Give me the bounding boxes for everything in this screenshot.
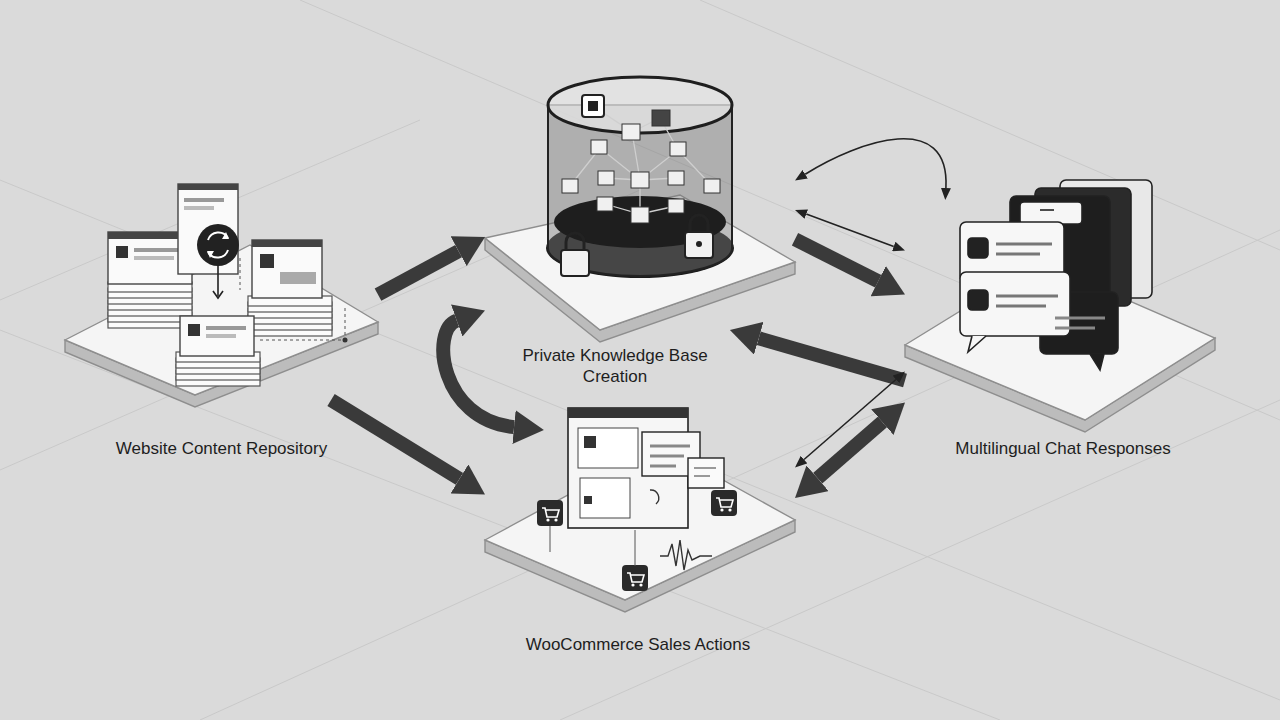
thin-arrow <box>806 214 893 246</box>
flow-arrow <box>443 320 514 427</box>
node-label: Website Content Repository <box>72 438 372 459</box>
sales-windows <box>537 408 737 591</box>
document-stacks <box>108 184 348 386</box>
platform-node: Private Knowledge Base Creation <box>485 85 795 330</box>
node-label: WooCommerce Sales Actions <box>488 634 788 655</box>
flow-arrow <box>818 422 883 478</box>
thin-arrow <box>804 379 896 459</box>
flow-arrow <box>331 400 459 479</box>
platform-node: WooCommerce Sales Actions <box>485 430 795 600</box>
thin-arrow <box>805 139 946 188</box>
flow-arrow <box>378 251 459 294</box>
flow-arrow <box>795 239 878 281</box>
node-label: Private Knowledge Base Creation <box>515 345 715 387</box>
node-label: Multilingual Chat Responses <box>913 438 1213 459</box>
platform-node: Multilingual Chat Responses <box>905 200 1215 420</box>
chat-bubbles <box>960 180 1152 370</box>
platform-node: Website Content Repository <box>65 230 378 400</box>
flow-arrow <box>759 338 905 380</box>
lock-icon <box>561 215 713 276</box>
knowledge-base-cylinder <box>546 77 734 278</box>
